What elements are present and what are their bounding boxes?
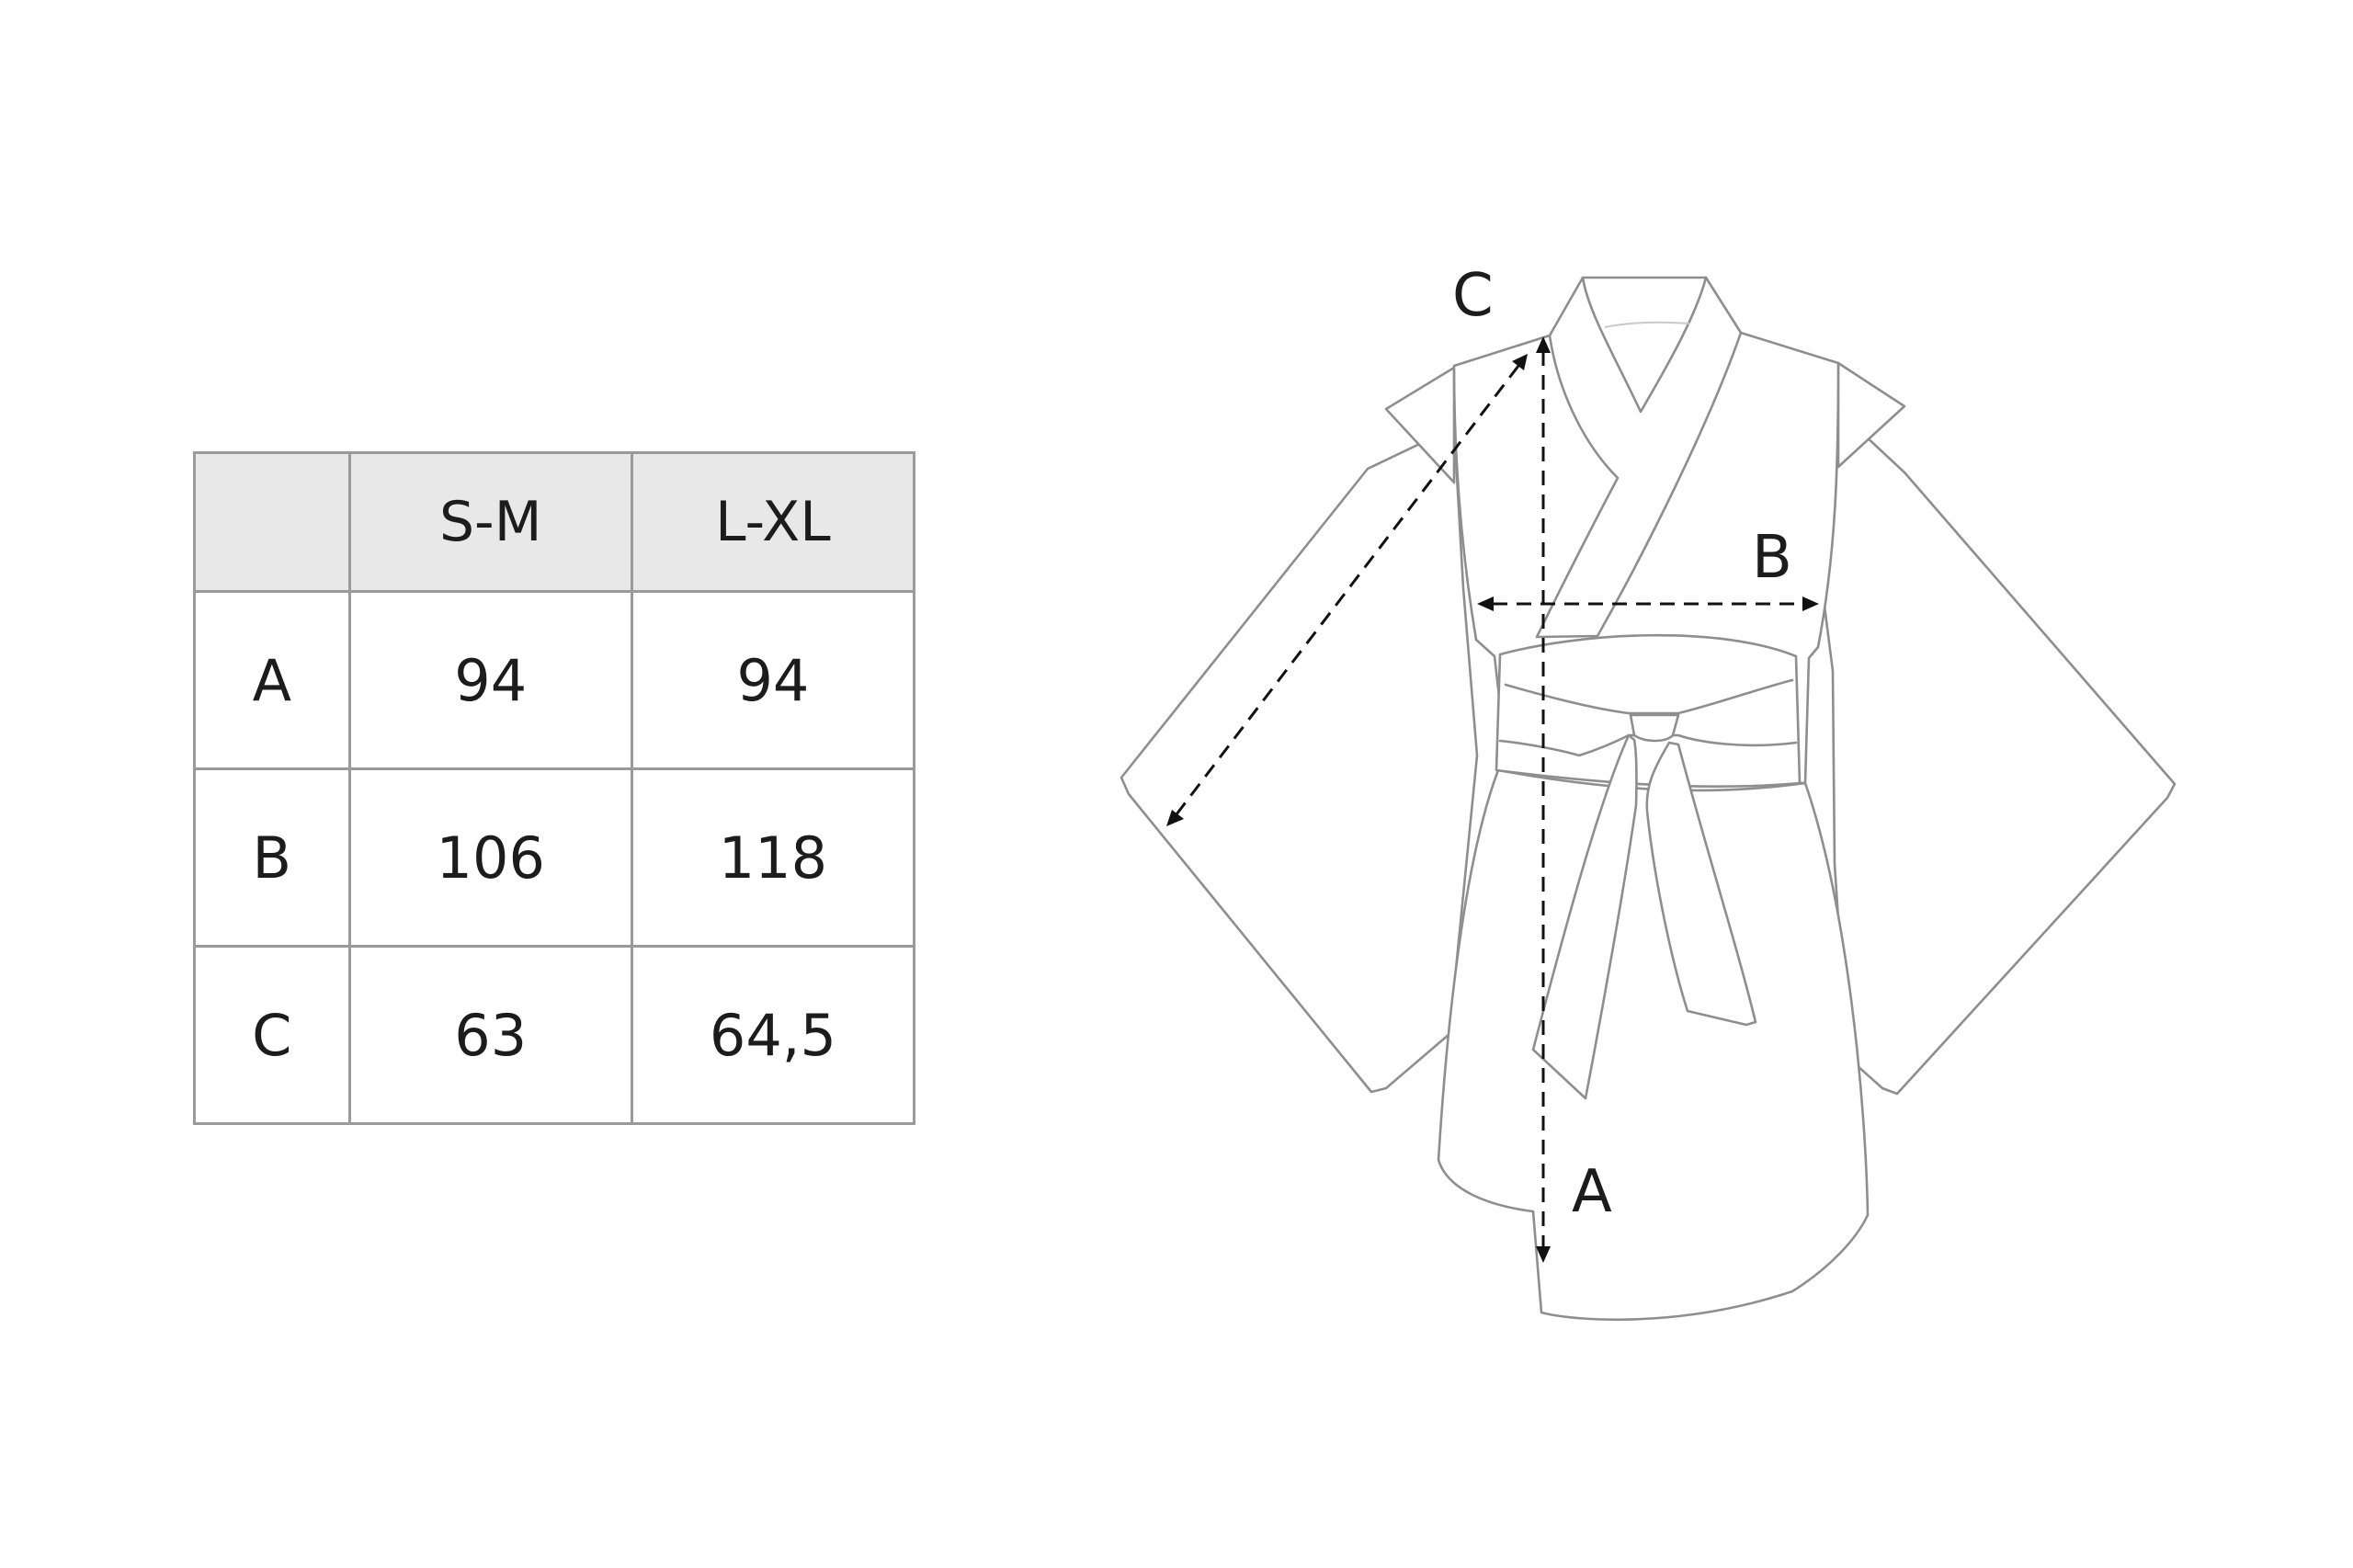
belt-tail-right bbox=[1645, 741, 1757, 1027]
robe-collar bbox=[1535, 276, 1743, 639]
collar-inner-line bbox=[1581, 276, 1708, 414]
robe-belt bbox=[1495, 633, 1802, 789]
measure-b-arrowhead-right bbox=[1802, 597, 1819, 611]
robe-outline bbox=[1120, 276, 2177, 1322]
value-c-l-xl: 64,5 bbox=[630, 945, 916, 1125]
right-sleeve bbox=[1818, 407, 2177, 1096]
measurement-arrows bbox=[1166, 336, 1819, 1263]
table-row: A 94 94 bbox=[193, 590, 916, 770]
row-label-a: A bbox=[193, 590, 351, 770]
measure-label-b: B bbox=[1752, 524, 1792, 592]
measurement-letters: C B A bbox=[1452, 262, 1792, 1226]
value-c-s-m: 63 bbox=[347, 945, 633, 1125]
measure-a-arrowhead-bottom bbox=[1536, 1246, 1551, 1263]
value-b-l-xl: 118 bbox=[630, 767, 916, 948]
row-label-c: C bbox=[193, 945, 351, 1125]
belt-bottom-edge bbox=[1498, 733, 1798, 757]
measure-label-a: A bbox=[1572, 1158, 1612, 1226]
row-label-b: B bbox=[193, 767, 351, 948]
belt-top-edge bbox=[1504, 678, 1794, 715]
measure-c-arrowhead-top bbox=[1512, 354, 1528, 370]
header-s-m: S-M bbox=[347, 451, 633, 593]
robe-icon: C B A bbox=[1120, 262, 2177, 1322]
left-sleeve bbox=[1120, 426, 1479, 1094]
value-a-l-xl: 94 bbox=[630, 590, 916, 770]
measure-b-arrowhead-left bbox=[1477, 597, 1494, 611]
size-chart-body: A 94 94 B 106 118 C 63 64,5 bbox=[193, 590, 916, 1125]
collar-neck-seam bbox=[1604, 321, 1690, 328]
table-row: C 63 64,5 bbox=[193, 945, 916, 1125]
size-chart-header: S-M L-XL bbox=[193, 451, 916, 593]
header-empty-cell bbox=[193, 451, 351, 593]
table-row: B 106 118 bbox=[193, 767, 916, 948]
measure-c-arrowhead-bottom bbox=[1166, 810, 1184, 826]
measure-label-c: C bbox=[1452, 262, 1494, 330]
size-chart-header-row: S-M L-XL bbox=[193, 451, 916, 593]
value-b-s-m: 106 bbox=[347, 767, 633, 948]
value-a-s-m: 94 bbox=[347, 590, 633, 770]
size-chart-table: S-M L-XL A 94 94 B 106 118 C 63 64,5 bbox=[193, 451, 916, 1125]
belt-knot bbox=[1629, 713, 1680, 743]
header-l-xl: L-XL bbox=[630, 451, 916, 593]
measure-a-arrowhead-top bbox=[1536, 336, 1551, 353]
belt-tail-left bbox=[1531, 733, 1638, 1100]
robe-measurement-diagram: C B A bbox=[1103, 248, 2188, 1351]
